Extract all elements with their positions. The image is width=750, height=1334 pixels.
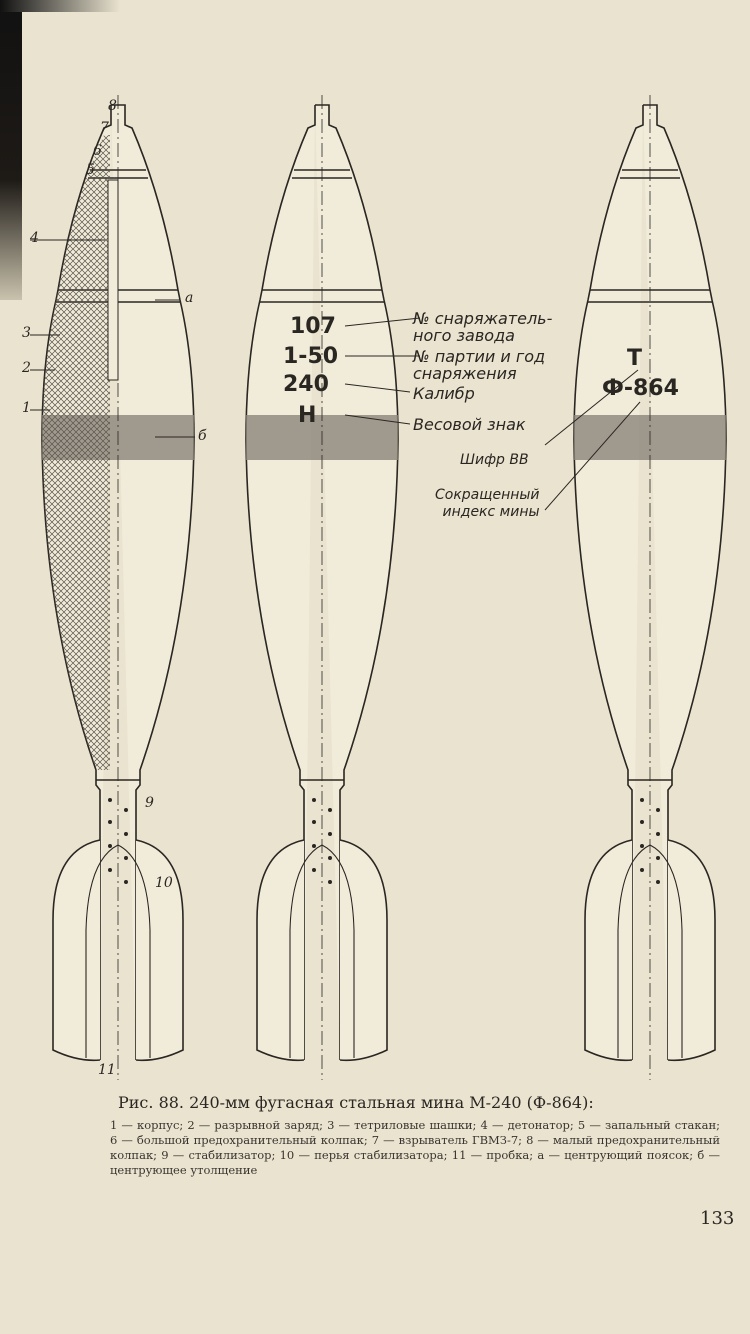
marking-short-index: Ф-864 [602,376,679,401]
marking-batch-year: 1-50 [283,344,339,369]
annotation-explosive-code: Шифр ВВ [460,452,529,468]
annotation-short-index: Сокращенный индекс мины [435,487,540,520]
figure-caption: Рис. 88. 240-мм фугасная стальная мина М… [118,1093,594,1112]
annotation-plant: № снаряжатель- ного завода [413,309,553,345]
mine-side-view [573,94,727,1081]
part-label-6: 6 [93,143,102,159]
marking-caliber: 240 [283,372,329,397]
part-label-b: б [198,428,207,444]
part-label-8: 8 [108,98,117,114]
page-number: 133 [700,1208,735,1229]
part-label-9: 9 [145,795,154,811]
part-label-2: 2 [22,360,31,376]
marking-plant: 107 [290,314,336,339]
scan-edge-shadow-top [0,0,120,12]
annotation-batch-year: № партии и год снаряжения [413,347,546,383]
part-label-11: 11 [98,1062,116,1078]
marking-explosive-code: Т [627,346,643,371]
part-label-10: 10 [155,875,173,891]
part-label-1: 1 [22,400,31,416]
marking-weight-sign: Н [298,403,317,428]
scan-edge-shadow [0,0,22,300]
mine-markings-view [245,94,399,1081]
part-label-4: 4 [30,230,39,246]
mine-cross-section [41,94,195,1081]
part-label-3: 3 [22,325,31,341]
annotation-weight-sign: Весовой знак [413,415,526,434]
part-label-a: а [185,290,194,306]
part-label-5: 5 [86,162,95,178]
annotation-caliber: Калибр [413,384,475,403]
part-label-7: 7 [100,120,109,136]
figure-legend: 1 — корпус; 2 — разрывной заряд; 3 — тет… [110,1118,720,1177]
